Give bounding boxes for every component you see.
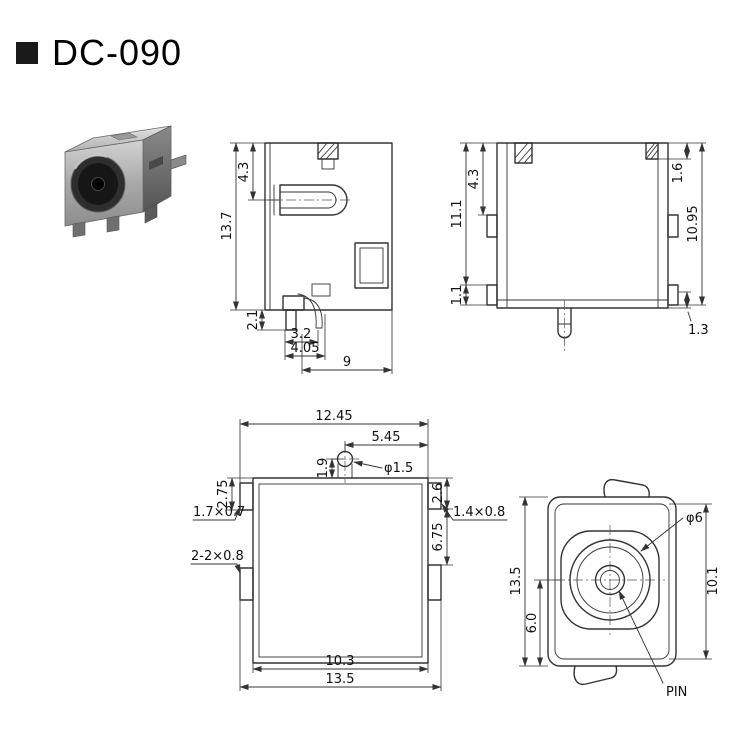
drawing-side-view: 13.7 4.3 2.1 3.2 4.05 9 [220, 142, 393, 374]
top-dim-tab-left-depth: 2.75 [216, 480, 231, 509]
top-dim-pin-offset: 1.9 [316, 458, 331, 479]
front-view-outline [547, 478, 677, 686]
square-bullet-icon [16, 42, 38, 64]
drawing-front-view: 13.5 6.0 10.1 φ6 PIN [509, 478, 721, 700]
rear-dim-tab-height: 1.1 [450, 285, 465, 306]
side-view-dimensions: 13.7 4.3 2.1 3.2 4.05 9 [220, 142, 393, 374]
rear-view-dimensions: 11.1 4.3 1.1 1.6 10.95 1.3 [450, 142, 709, 338]
top-label-tab-right: 1.4×0.8 [453, 505, 505, 520]
top-view-dimensions: 12.45 5.45 1.9 2.75 2.6 6.75 φ1.5 1.7×0.… [190, 409, 508, 691]
drawing-rear-view: 11.1 4.3 1.1 1.6 10.95 1.3 [450, 142, 709, 353]
front-label-pin: PIN [666, 685, 687, 700]
rear-dim-step-height: 1.6 [671, 163, 686, 184]
side-dim-body-width: 9 [343, 355, 351, 370]
part-title-row: DC-090 [16, 32, 182, 74]
top-dim-overall-width: 12.45 [315, 409, 352, 424]
top-label-tab-side: 2-2×0.8 [191, 549, 244, 564]
rear-view-outline [486, 142, 679, 353]
top-dim-body-width: 10.3 [326, 654, 355, 669]
front-dim-inner-height: 10.1 [706, 567, 721, 596]
rear-dim-foot-height: 1.3 [688, 323, 709, 338]
rear-dim-overall-height: 11.1 [450, 200, 465, 229]
top-dim-outer-width: 13.5 [326, 672, 355, 687]
rear-dim-upper-height: 4.3 [467, 169, 482, 190]
side-view-outline [264, 142, 393, 331]
product-photo [64, 125, 187, 238]
rear-dim-side-height: 10.95 [686, 205, 701, 242]
part-number-title: DC-090 [52, 32, 183, 73]
side-dim-overall-height: 13.7 [220, 212, 235, 241]
top-dim-tab-right-depth: 2.6 [431, 483, 446, 504]
front-dim-center-height: 6.0 [525, 613, 540, 634]
front-dim-barrel-diameter: φ6 [686, 511, 703, 526]
side-dim-step-width: 4.05 [291, 341, 320, 356]
top-dim-side-span: 6.75 [431, 523, 446, 552]
top-view-outline [239, 443, 442, 664]
drawing-top-view: 12.45 5.45 1.9 2.75 2.6 6.75 φ1.5 1.7×0.… [190, 409, 508, 691]
side-dim-pin-length: 2.1 [246, 310, 261, 331]
jack-body-3d [64, 125, 187, 238]
top-dim-center-offset: 5.45 [372, 430, 401, 445]
top-dim-pin-diameter: φ1.5 [384, 461, 413, 476]
top-label-tab-left: 1.7×0.7 [193, 505, 245, 520]
side-dim-pin-width: 3.2 [291, 327, 312, 342]
side-dim-barrel-offset: 4.3 [237, 162, 252, 183]
front-view-dimensions: 13.5 6.0 10.1 φ6 PIN [509, 496, 721, 700]
front-dim-overall-height: 13.5 [509, 567, 524, 596]
